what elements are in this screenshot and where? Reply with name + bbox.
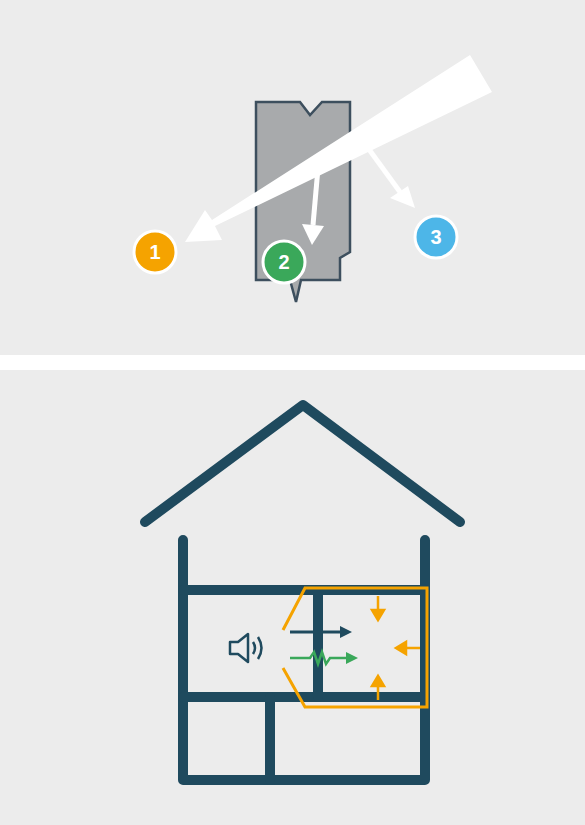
callout-number: 3 bbox=[418, 219, 454, 255]
callout-circles bbox=[134, 216, 457, 283]
flanking-arrows bbox=[372, 596, 420, 700]
structure-borne-arrow bbox=[290, 652, 358, 664]
airborne-arrow bbox=[290, 626, 352, 638]
callout-number: 1 bbox=[137, 234, 173, 270]
house-outline bbox=[145, 405, 460, 780]
speaker-icon bbox=[230, 634, 262, 662]
callout-number: 2 bbox=[266, 244, 302, 280]
flanking-outline bbox=[283, 588, 427, 707]
panel-background bbox=[0, 370, 585, 825]
wall-slab bbox=[256, 102, 350, 302]
sound-arrows bbox=[185, 55, 492, 245]
panel-background bbox=[0, 0, 585, 355]
